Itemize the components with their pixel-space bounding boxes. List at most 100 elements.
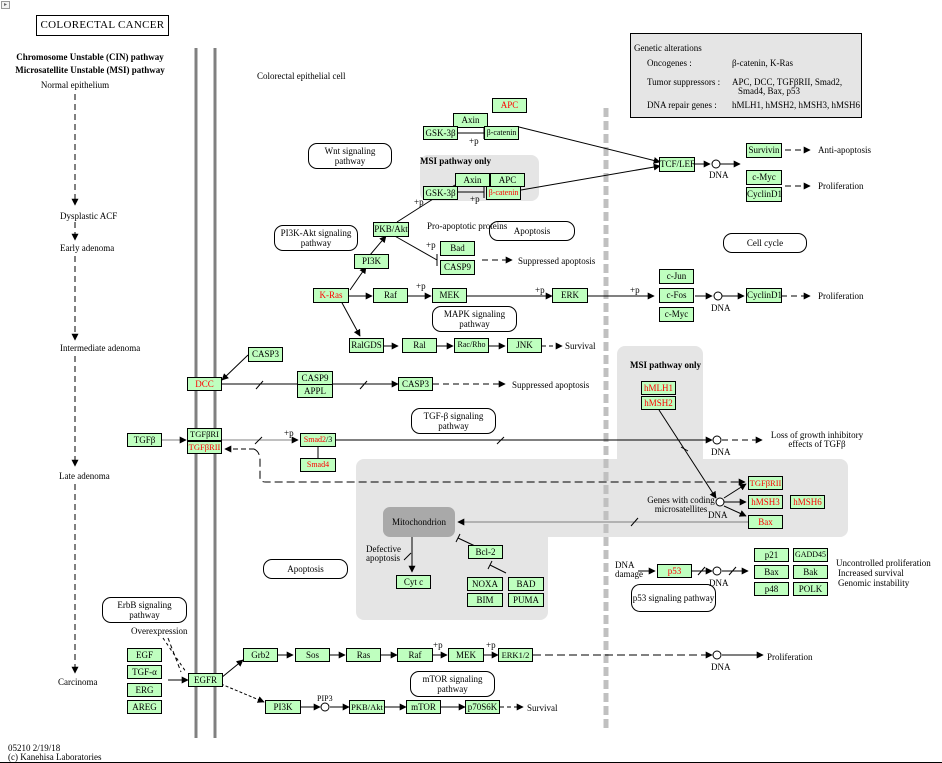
gene-casp3-2[interactable]: CASP3 [398,377,433,391]
gene-bad-2[interactable]: BAD [508,577,544,591]
gene-raf-2[interactable]: Raf [397,648,433,662]
gene-beta-catenin-msi[interactable]: β-catenin [486,186,521,200]
gene-grb2[interactable]: Grb2 [243,648,278,662]
erbb-pathway-link[interactable]: ErbB signaling pathway [102,597,187,623]
gene-egfr[interactable]: EGFR [188,673,223,687]
overexpression-label: Overexpression [131,626,188,636]
gene-c-jun[interactable]: c-Jun [659,269,694,284]
gene-smad4[interactable]: Smad4 [300,458,336,472]
gene-ral[interactable]: Ral [402,338,437,353]
gene-gadd45[interactable]: GADD45 [793,548,828,562]
gene-p21[interactable]: p21 [754,548,789,562]
gene-polk[interactable]: POLK [793,582,828,596]
apoptosis-pathway-link-2[interactable]: Apoptosis [263,559,348,579]
gene-casp3[interactable]: CASP3 [248,347,283,362]
dna-label: DNA [709,170,729,180]
gene-tgf-alpha[interactable]: TGF-α [127,665,162,679]
gene-casp9-2[interactable]: CASP9 [297,371,333,385]
gene-ralgds[interactable]: RalGDS [349,338,384,353]
gene-dcc[interactable]: DCC [187,377,222,391]
gene-erk[interactable]: ERK [552,288,588,303]
gene-bak[interactable]: Bak [793,565,828,579]
gene-p48[interactable]: p48 [754,582,789,596]
gene-pi3k[interactable]: PI3K [354,254,389,269]
legend-tumor-suppressors-label: Tumor suppressors : [647,77,721,87]
gene-survivin[interactable]: Survivin [746,143,782,158]
dna-damage-label: DNA damage [615,560,643,579]
gene-erk1-2[interactable]: ERK1/2 [498,648,533,662]
gene-bcl2[interactable]: Bcl-2 [468,545,503,559]
gene-p53[interactable]: p53 [657,564,692,578]
mitochondrion[interactable]: Mitochondrion [383,507,455,537]
gene-tgfbr2-msi[interactable]: TGFβRII [748,476,783,490]
gene-sos[interactable]: Sos [295,648,330,662]
outcome-suppressed-apoptosis: Suppressed apoptosis [518,256,596,266]
gene-gsk3b-msi[interactable]: GSK-3β [423,186,458,200]
cell-cycle-pathway-link[interactable]: Cell cycle [723,233,807,253]
gene-pkb-akt[interactable]: PKB/Akt [373,222,409,237]
gene-k-ras[interactable]: K-Ras [313,288,349,303]
gene-tgfbr1[interactable]: TGFβRI [187,428,222,441]
genetic-alterations-legend: Genetic alterations Oncogenes : β-cateni… [630,33,862,118]
gene-axin[interactable]: Axin [453,113,488,128]
p53-pathway-link[interactable]: p53 signaling pathway [631,584,716,612]
mtor-pathway-link[interactable]: mTOR signaling pathway [410,671,495,697]
phospho-label: +p [433,640,443,650]
gene-tgfbr2[interactable]: TGFβRII [187,441,222,454]
pro-apoptotic-label: Pro-apoptotic proteins [427,221,508,231]
gene-casp9[interactable]: CASP9 [440,260,475,275]
gene-c-fos[interactable]: c-Fos [659,288,694,303]
gene-hmsh3[interactable]: hMSH3 [748,495,783,509]
gene-apc-msi[interactable]: APC [490,173,525,187]
mapk-pathway-link[interactable]: MAPK signaling pathway [432,306,517,332]
gene-puma[interactable]: PUMA [508,593,544,607]
gene-tgfb[interactable]: TGFβ [127,433,162,447]
gene-areg[interactable]: AREG [127,700,162,714]
gene-mek-2[interactable]: MEK [448,648,484,662]
gene-smad2-3[interactable]: Smad2/3 [300,433,336,447]
gene-hmlh1[interactable]: hMLH1 [641,381,676,395]
legend-dna-repair-value: hMLH1, hMSH2, hMSH3, hMSH6 [732,100,861,110]
gene-cyclin-d1-2[interactable]: CyclinD1 [746,288,782,303]
gene-jnk[interactable]: JNK [507,338,542,353]
map-id-date: 05210 2/19/18 [8,743,61,753]
tgfb-pathway-link[interactable]: TGF-β signaling pathway [411,408,496,434]
outcome-uncontrolled-proliferation: Uncontrolled proliferation [836,558,931,568]
pi3k-akt-pathway-link[interactable]: PI3K-Akt signaling pathway [274,225,358,251]
gene-c-myc[interactable]: c-Myc [746,170,782,185]
gene-raf[interactable]: Raf [373,288,408,303]
gene-ras[interactable]: Ras [346,648,381,662]
gene-pkb-akt-2[interactable]: PKB/Akt [349,700,385,714]
gene-c-myc-2[interactable]: c-Myc [659,307,694,322]
gene-erg[interactable]: ERG [127,683,162,697]
gene-bad[interactable]: Bad [440,241,475,256]
gene-gsk3b[interactable]: GSK-3β [423,126,458,140]
smad2-text: Smad2 [303,435,326,444]
copyright: (c) Kanehisa Laboratories [8,752,102,762]
gene-bax[interactable]: Bax [748,515,783,529]
gene-appl[interactable]: APPL [297,384,333,398]
wnt-pathway-link[interactable]: Wnt signaling pathway [308,143,392,169]
gene-egf[interactable]: EGF [127,648,162,662]
msi-pathway-heading: Microsatellite Unstable (MSI) pathway [15,65,165,75]
defective-apoptosis-label: Defective apoptosis [366,544,401,563]
gene-cyclin-d1[interactable]: CyclinD1 [746,187,782,202]
gene-mtor[interactable]: mTOR [406,700,441,714]
gene-mek[interactable]: MEK [432,288,467,303]
gene-rac-rho[interactable]: Rac/Rho [454,338,489,353]
gene-apc[interactable]: APC [492,98,527,113]
expand-icon[interactable]: ▸ [1,1,10,9]
apoptosis-pathway-link-1[interactable]: Apoptosis [489,221,575,241]
gene-bax-2[interactable]: Bax [754,565,789,579]
gene-hmsh2[interactable]: hMSH2 [641,396,676,410]
outcome-loss-growth-inhibitory-2: effects of TGFβ [788,439,846,449]
gene-axin-msi[interactable]: Axin [455,173,490,187]
gene-beta-catenin[interactable]: β-catenin [484,126,519,140]
gene-pi3k-2[interactable]: PI3K [265,700,301,714]
gene-noxa[interactable]: NOXA [467,577,503,591]
gene-tcf-lef[interactable]: TCF/LEF [659,157,695,172]
gene-p70s6k[interactable]: p70S6K [465,700,500,714]
gene-hmsh6[interactable]: hMSH6 [790,495,825,509]
gene-cyt-c[interactable]: Cyt c [396,575,431,589]
gene-bim[interactable]: BIM [467,593,503,607]
